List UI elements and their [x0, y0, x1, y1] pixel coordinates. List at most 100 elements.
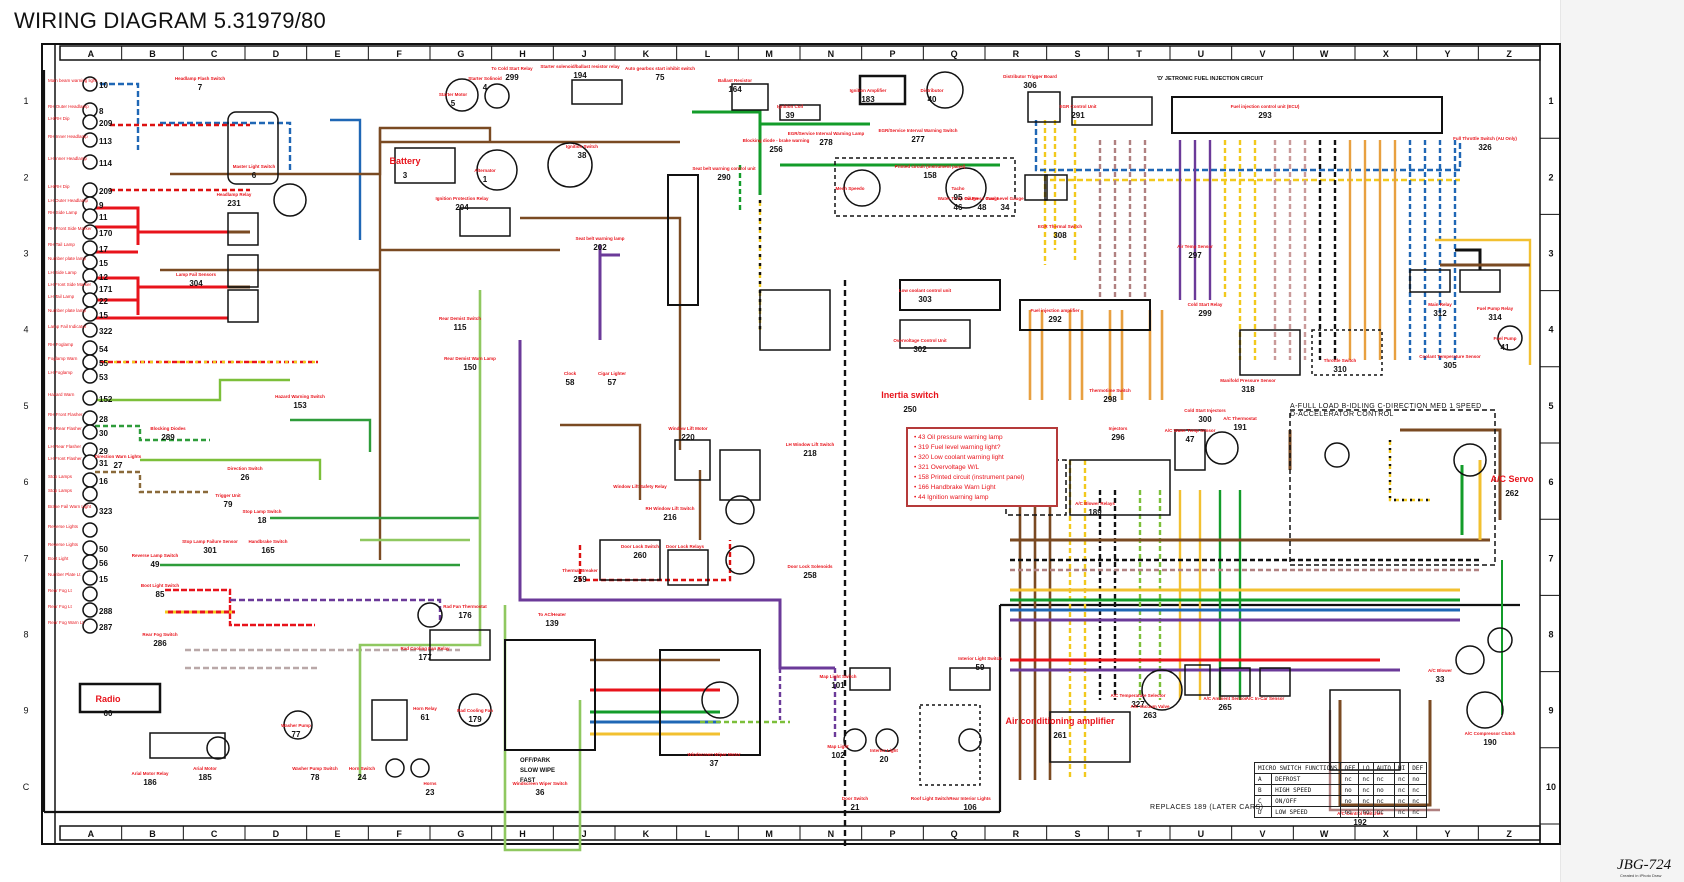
- grid-row-6: 6: [23, 477, 28, 487]
- component-label: Window Lift Motor: [668, 426, 707, 431]
- lamp-number: 15: [99, 259, 108, 268]
- lamp-label: LH Tail Lamp: [48, 294, 75, 299]
- legend-item: • 320 Low coolant warning light: [914, 454, 1004, 461]
- component-label: Radio: [95, 694, 121, 704]
- component-label: A/C Ambient Sensor: [1203, 696, 1247, 701]
- lamp-icon: [82, 618, 98, 634]
- component-number: 23: [426, 788, 435, 797]
- component-label: Fuel Pump Relay: [1477, 306, 1514, 311]
- lamp-number: 288: [99, 607, 113, 616]
- component-label: Inertia switch: [881, 390, 939, 400]
- component-label: Interior Light Switch: [958, 656, 1002, 661]
- table-cell: B: [1253, 784, 1273, 796]
- grid-column-A: A: [88, 49, 95, 59]
- component-number: 218: [803, 449, 817, 458]
- grid-column-F: F: [396, 829, 402, 839]
- component-label: Cold Start Relay: [1188, 302, 1223, 307]
- grid-column-C: C: [211, 49, 218, 59]
- table-cell: nc: [1394, 795, 1410, 807]
- lamp-number: 30: [99, 429, 108, 438]
- table-cell: no: [1340, 806, 1360, 818]
- component-label: Headlamp Relay: [217, 192, 252, 197]
- grid-column-Q: Q: [951, 829, 958, 839]
- component-number: 326: [1478, 143, 1492, 152]
- lamp-number: 22: [99, 297, 108, 306]
- lamp-label: Number Plate Lt: [48, 572, 81, 577]
- lamp-icon: [82, 454, 98, 470]
- lamp-icon: [82, 486, 98, 502]
- lamp-label: RH Front Flasher: [48, 412, 83, 417]
- component-label: Air Temp Sensor: [1177, 244, 1213, 249]
- grid-column-G: G: [457, 49, 464, 59]
- grid-column-P: P: [889, 49, 895, 59]
- component-number: 202: [593, 243, 607, 252]
- lamp-label: RH Inner Headlamp: [48, 134, 88, 139]
- component-label: Windscreen Wiper Motor: [688, 752, 741, 757]
- grid-row-6: 6: [1548, 477, 1553, 487]
- component-label: Direction Switch: [227, 466, 263, 471]
- component-label: Seat belt warning control unit: [692, 166, 756, 171]
- document-code: JBG-724: [1617, 857, 1672, 873]
- grid-column-J: J: [582, 49, 587, 59]
- lamp-label: Reverse Lights: [48, 524, 79, 529]
- grid-row-9: 9: [23, 706, 28, 716]
- component-label: Rad Cooling Fan: [457, 708, 493, 713]
- grid-column-U: U: [1198, 49, 1205, 59]
- component-number: 300: [1198, 415, 1212, 424]
- component-number: 186: [143, 778, 157, 787]
- grid-column-S: S: [1074, 829, 1080, 839]
- grid-row-7: 7: [1548, 553, 1553, 563]
- chassis-rails: [42, 70, 1520, 814]
- lamp-icon: [82, 224, 98, 240]
- grid-row-8: 8: [1548, 630, 1553, 640]
- lamp-label: Rear Fog Lt: [48, 588, 73, 593]
- lamp-icon: [82, 292, 98, 308]
- lamp-number: 170: [99, 229, 113, 238]
- lamp-label: Number plate lamp: [48, 256, 87, 261]
- component-label: EGR/Service Interval Warning Lamp: [788, 131, 865, 136]
- legend-item: • 319 Fuel level warning light?: [914, 444, 1001, 451]
- component-number: 40: [928, 95, 937, 104]
- component-number: 37: [710, 759, 719, 768]
- lamp-label: LH Inner Headlamp: [48, 156, 88, 161]
- component-number: 262: [1505, 489, 1519, 498]
- lamp-icon: [82, 410, 98, 426]
- table-cell: LOW SPEED: [1271, 806, 1342, 818]
- component-number: 79: [224, 500, 233, 509]
- lamp-number: 8: [99, 107, 104, 116]
- grid-column-K: K: [643, 49, 650, 59]
- component-label: RH Window Lift Switch: [646, 506, 695, 511]
- table-cell: nc: [1394, 773, 1410, 785]
- component-number: 177: [418, 653, 432, 662]
- component-label: Trigger Unit: [215, 493, 241, 498]
- component-number: 305: [1443, 361, 1457, 370]
- component-label: Manifold Pressure Sensor: [1220, 378, 1276, 383]
- component-label: A/C Blower Relays: [1075, 501, 1115, 506]
- grid-column-D: D: [273, 829, 280, 839]
- grid-column-W: W: [1320, 49, 1329, 59]
- component-number: 194: [573, 71, 587, 80]
- component-number: 306: [1023, 81, 1037, 90]
- component-number: 297: [1188, 251, 1202, 260]
- lamp-number: 56: [99, 559, 108, 568]
- legend-item: • 43 Oil pressure warning lamp: [914, 434, 1003, 441]
- lamp-number: 209: [99, 187, 113, 196]
- component-number: 7: [198, 83, 203, 92]
- component-label: Reverse Lamp Switch: [132, 553, 179, 558]
- component-number: 150: [463, 363, 477, 372]
- component-number: 34: [1001, 203, 1010, 212]
- component-label: Master Light Switch: [233, 164, 276, 169]
- component-label: Rear Interior Lights: [949, 796, 991, 801]
- component-label: Map Light Switch: [820, 674, 857, 679]
- component-number: 78: [311, 773, 320, 782]
- grid-row-7: 7: [23, 553, 28, 563]
- component-label: A/C In-Car Sensor: [1246, 696, 1285, 701]
- lamp-icon: [82, 424, 98, 440]
- lamp-label: Hazard Warn: [48, 392, 75, 397]
- grid-row-1: 1: [23, 96, 28, 106]
- component-number: 4: [483, 83, 488, 92]
- lamp-icon: [82, 554, 98, 570]
- component-number: 58: [566, 378, 575, 387]
